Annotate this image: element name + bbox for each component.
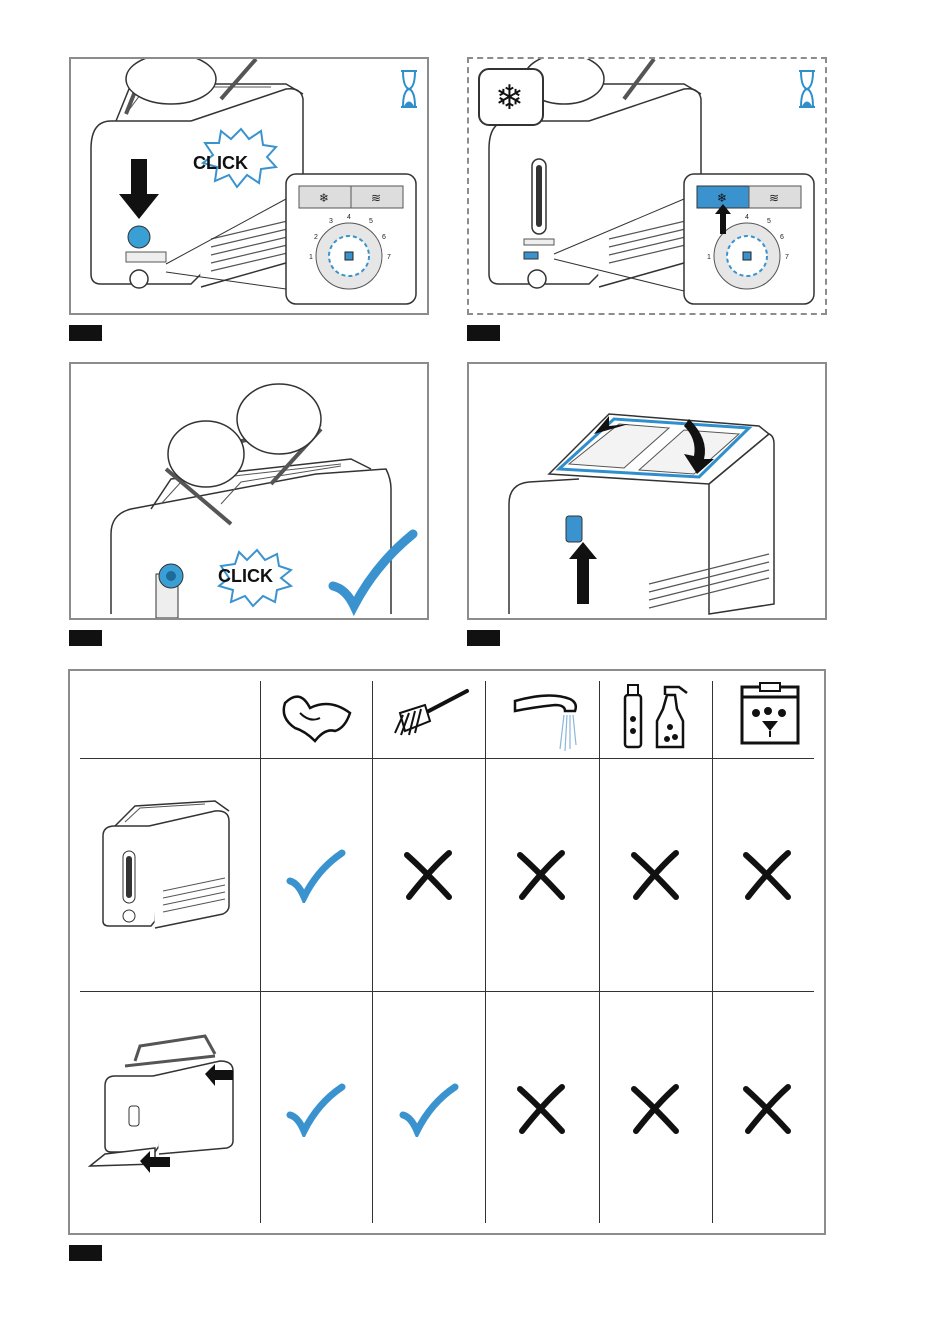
rack-and-tray-image [85,1026,240,1176]
cross-mark-icon [624,1081,688,1137]
svg-text:5: 5 [369,218,373,225]
cross-mark-icon [624,847,688,903]
step-label-box-5 [69,1245,102,1261]
arrow-icon [569,542,597,604]
svg-text:6: 6 [382,234,386,241]
click-label: CLICK [193,153,248,173]
click-label: CLICK [218,566,273,586]
damp-cloth-icon [275,683,355,743]
toaster-top-illustration [469,364,825,618]
brush-icon [385,683,475,743]
check-mark-icon [284,847,348,903]
toaster-rack-illustration: CLICK [71,364,427,618]
running-water-icon [500,679,590,751]
step-label-box-3 [69,630,102,646]
cleaning-table [68,669,826,1235]
hourglass-icon [401,71,417,107]
toaster-defrost-illustration: ❄ ❄ ≋ 1 4 5 6 7 [469,59,825,313]
spray-cleaner-icon [615,681,695,751]
snowflake-icon: ❄ [479,69,543,125]
illustration-panel-rack-locked: CLICK [69,362,429,620]
svg-text:7: 7 [387,254,391,261]
svg-text:7: 7 [785,254,789,261]
check-mark-icon [284,1081,348,1137]
svg-text:1: 1 [309,254,313,261]
svg-text:≋: ≋ [371,191,381,205]
svg-text:❄: ❄ [717,191,727,205]
step-label-box-2 [467,325,500,341]
illustration-panel-insert-bun-rack: CLICK ❄ ≋ 1 2 3 4 5 6 7 [69,57,429,315]
step-label-box-1 [69,325,102,341]
cross-mark-icon [510,1081,574,1137]
svg-text:4: 4 [347,214,351,221]
cross-mark-icon [736,1081,800,1137]
svg-text:3: 3 [329,218,333,225]
svg-text:❄: ❄ [495,78,524,118]
svg-text:≋: ≋ [769,191,779,205]
toaster-body-image [95,796,235,936]
check-mark-icon [397,1081,461,1137]
illustration-panel-defrost: ❄ ❄ ≋ 1 4 5 6 7 [467,57,827,315]
svg-text:6: 6 [780,234,784,241]
svg-text:5: 5 [767,218,771,225]
cross-mark-icon [510,847,574,903]
svg-text:1: 1 [707,254,711,261]
svg-text:❄: ❄ [319,191,329,205]
illustration-panel-rack-removed [467,362,827,620]
cross-mark-icon [736,847,800,903]
step-label-box-4 [467,630,500,646]
cross-mark-icon [397,847,461,903]
svg-text:2: 2 [314,234,318,241]
toaster-click-illustration: CLICK ❄ ≋ 1 2 3 4 5 6 7 [71,59,427,313]
dishwasher-icon [738,681,802,747]
hourglass-icon [799,71,815,107]
svg-text:4: 4 [745,214,749,221]
